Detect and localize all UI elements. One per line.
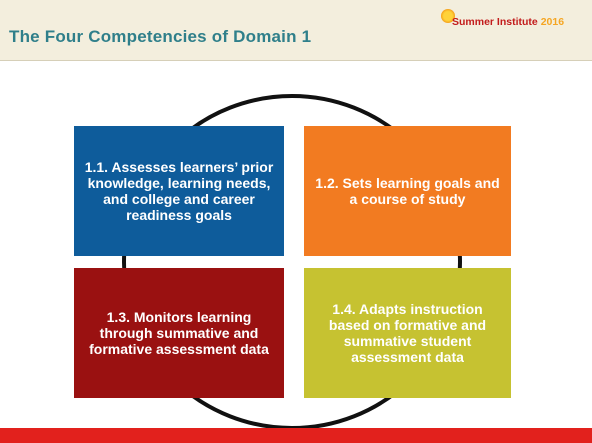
- logo-year: 2016: [540, 16, 565, 28]
- competency-box-1-1: 1.1. Assesses learners’ prior knowledge,…: [74, 126, 284, 256]
- summer-institute-logo: Summer Institute 2016: [438, 6, 588, 40]
- competency-box-1-2: 1.2. Sets learning goals and a course of…: [304, 126, 511, 256]
- sun-icon: [441, 9, 455, 23]
- logo-text: Summer Institute 2016: [452, 16, 564, 28]
- competency-box-1-3: 1.3. Monitors learning through summative…: [74, 268, 284, 398]
- slide-header: The Four Competencies of Domain 1 Summer…: [0, 0, 592, 60]
- competency-box-1-4: 1.4. Adapts instruction based on formati…: [304, 268, 511, 398]
- slide-title: The Four Competencies of Domain 1: [9, 27, 312, 46]
- header-divider: [0, 60, 592, 61]
- footer-bar: [0, 428, 592, 443]
- competency-label-1-1: 1.1. Assesses learners’ prior knowledge,…: [84, 159, 274, 223]
- competency-label-1-4: 1.4. Adapts instruction based on formati…: [328, 301, 487, 365]
- logo-name: Summer Institute: [452, 16, 538, 28]
- competency-label-1-2: 1.2. Sets learning goals and a course of…: [315, 175, 500, 207]
- competency-label-1-3: 1.3. Monitors learning through summative…: [89, 309, 269, 357]
